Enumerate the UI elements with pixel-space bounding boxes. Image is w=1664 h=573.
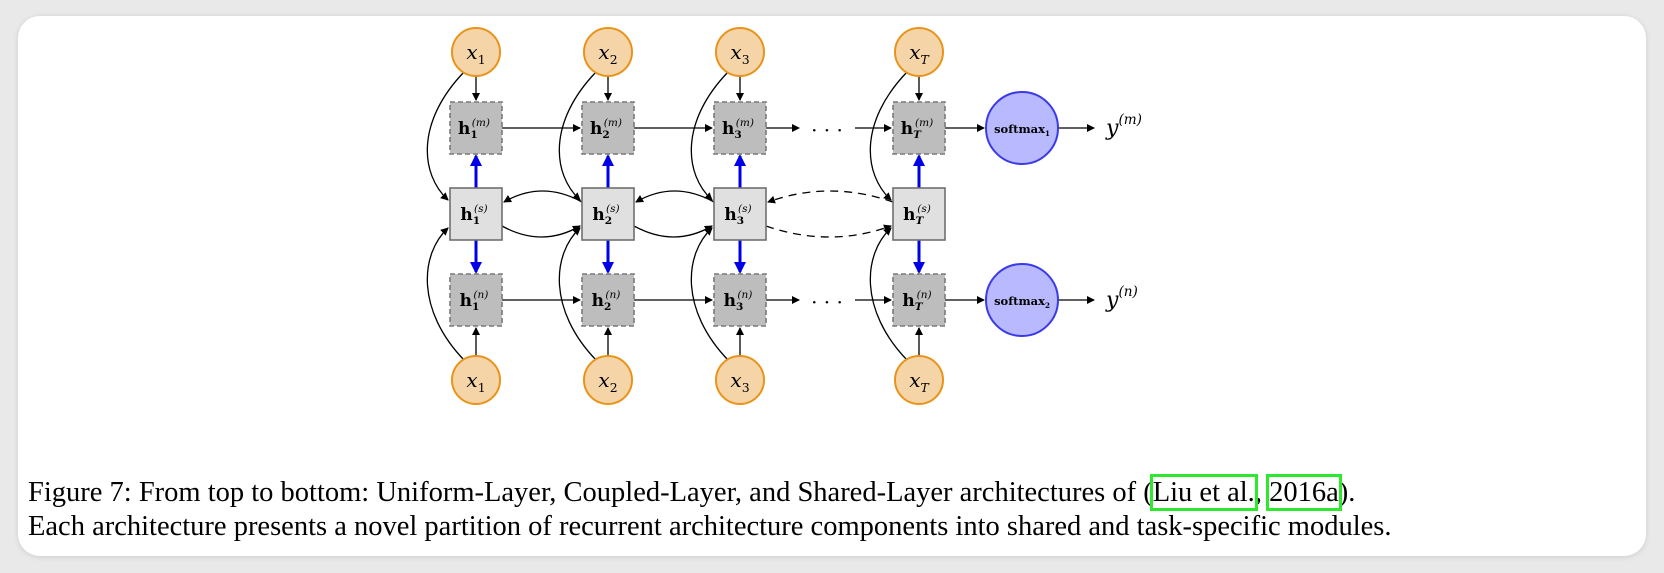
edge-shared-backward-3-T (767, 190, 894, 204)
hidden-m-node-3-label: h3(m) (722, 117, 754, 141)
input-bottom-node-2-label: x2 (598, 368, 617, 395)
softmax-bottom-node-label: softmax2 (994, 294, 1050, 310)
input-bottom-node-3 (715, 355, 765, 405)
edge-xtop-hs-4 (869, 71, 908, 201)
figure-card: x1 x2 x3 xT x1 x2 x3 xT h1(m) h2(m) h3(m) hT(m) h1(s… (18, 16, 1646, 556)
input-top-node-3-label: x3 (730, 40, 749, 67)
softmax-top-node-label: softmax1 (994, 122, 1050, 138)
input-bottom-node-3-label: x3 (730, 368, 749, 395)
architecture-diagram: x1 x2 x3 xT x1 x2 x3 xT h1(m) h2(m) h3(m) hT(m) h1(s… (426, 27, 1142, 405)
edge-xtop-hs-3 (690, 71, 729, 201)
hidden-shared-node-3-label: h3(s) (724, 203, 751, 227)
output-bottom-label: y(n) (1105, 284, 1138, 313)
input-bottom-node-4-label: xT (909, 368, 930, 395)
edge-shared-forward-2-3 (633, 225, 713, 238)
edge-xbot-hs-2 (558, 227, 597, 361)
edge-shared-forward-1-2 (501, 225, 581, 238)
hidden-shared-node-2-label: h2(s) (592, 203, 619, 227)
citation-separator: , (1254, 477, 1270, 508)
hidden-n-node-4-label: hT(n) (902, 289, 931, 313)
caption-line-2: Each architecture presents a novel parti… (28, 511, 1392, 542)
hidden-shared-node-2 (581, 187, 635, 241)
hidden-n-node-4 (892, 273, 946, 327)
edge-shared-forward-3-T (765, 224, 892, 238)
caption-prefix: Figure 7: From top to bottom: Uniform-La… (28, 477, 1153, 508)
hidden-shared-node-4 (892, 187, 946, 241)
input-top-node-2 (583, 27, 633, 77)
ellipsis-top: · · · (811, 118, 843, 142)
edge-shared-backward-2-3 (635, 190, 715, 203)
edge-xtop-hs-1 (426, 71, 465, 201)
input-top-node-4 (894, 27, 944, 77)
edge-xbot-hs-4 (869, 227, 908, 361)
hidden-m-node-1 (449, 101, 503, 155)
hidden-m-node-4 (892, 101, 946, 155)
hidden-n-node-1 (449, 273, 503, 327)
diagram-nodes: x1 x2 x3 xT x1 x2 x3 xT h1(m) h2(m) h3(m) hT(m) h1(s… (449, 27, 1142, 405)
hidden-shared-node-1-label: h1(s) (460, 203, 487, 227)
hidden-n-node-3 (713, 273, 767, 327)
hidden-n-node-1-label: h1(n) (460, 289, 489, 313)
hidden-shared-node-3 (713, 187, 767, 241)
input-top-node-3 (715, 27, 765, 77)
edge-xbot-hs-1 (426, 227, 465, 361)
hidden-m-node-4-label: hT(m) (901, 117, 933, 141)
softmax-top-node (985, 91, 1059, 165)
input-top-node-2-label: x2 (598, 40, 617, 67)
hidden-n-node-2 (581, 273, 635, 327)
edge-shared-backward-1-2 (503, 190, 583, 203)
hidden-m-node-3 (713, 101, 767, 155)
input-top-node-1-label: x1 (466, 40, 485, 67)
input-bottom-node-4 (894, 355, 944, 405)
output-top-label: y(m) (1105, 112, 1142, 141)
hidden-n-node-2-label: h2(n) (592, 289, 621, 313)
edge-xbot-hs-3 (690, 227, 729, 361)
citation-link-year[interactable]: 2016a (1266, 474, 1342, 511)
figure-caption: Figure 7: From top to bottom: Uniform-La… (28, 474, 1640, 544)
diagram-edges (426, 71, 1095, 361)
input-bottom-node-1 (451, 355, 501, 405)
hidden-shared-node-4-label: hT(s) (903, 203, 931, 227)
input-bottom-node-2 (583, 355, 633, 405)
hidden-shared-node-1 (449, 187, 503, 241)
input-top-node-1 (451, 27, 501, 77)
caption-suffix: ). (1338, 477, 1356, 508)
caption-line-1: Figure 7: From top to bottom: Uniform-La… (28, 474, 1640, 511)
input-top-node-4-label: xT (909, 40, 930, 67)
hidden-n-node-3-label: h3(n) (724, 289, 753, 313)
input-bottom-node-1-label: x1 (466, 368, 485, 395)
softmax-bottom-node (985, 263, 1059, 337)
ellipsis-bottom: · · · (811, 290, 843, 314)
citation-link-author[interactable]: Liu et al. (1149, 474, 1258, 511)
hidden-m-node-1-label: h1(m) (458, 117, 490, 141)
edge-xtop-hs-2 (558, 71, 597, 201)
hidden-m-node-2-label: h2(m) (590, 117, 622, 141)
hidden-m-node-2 (581, 101, 635, 155)
